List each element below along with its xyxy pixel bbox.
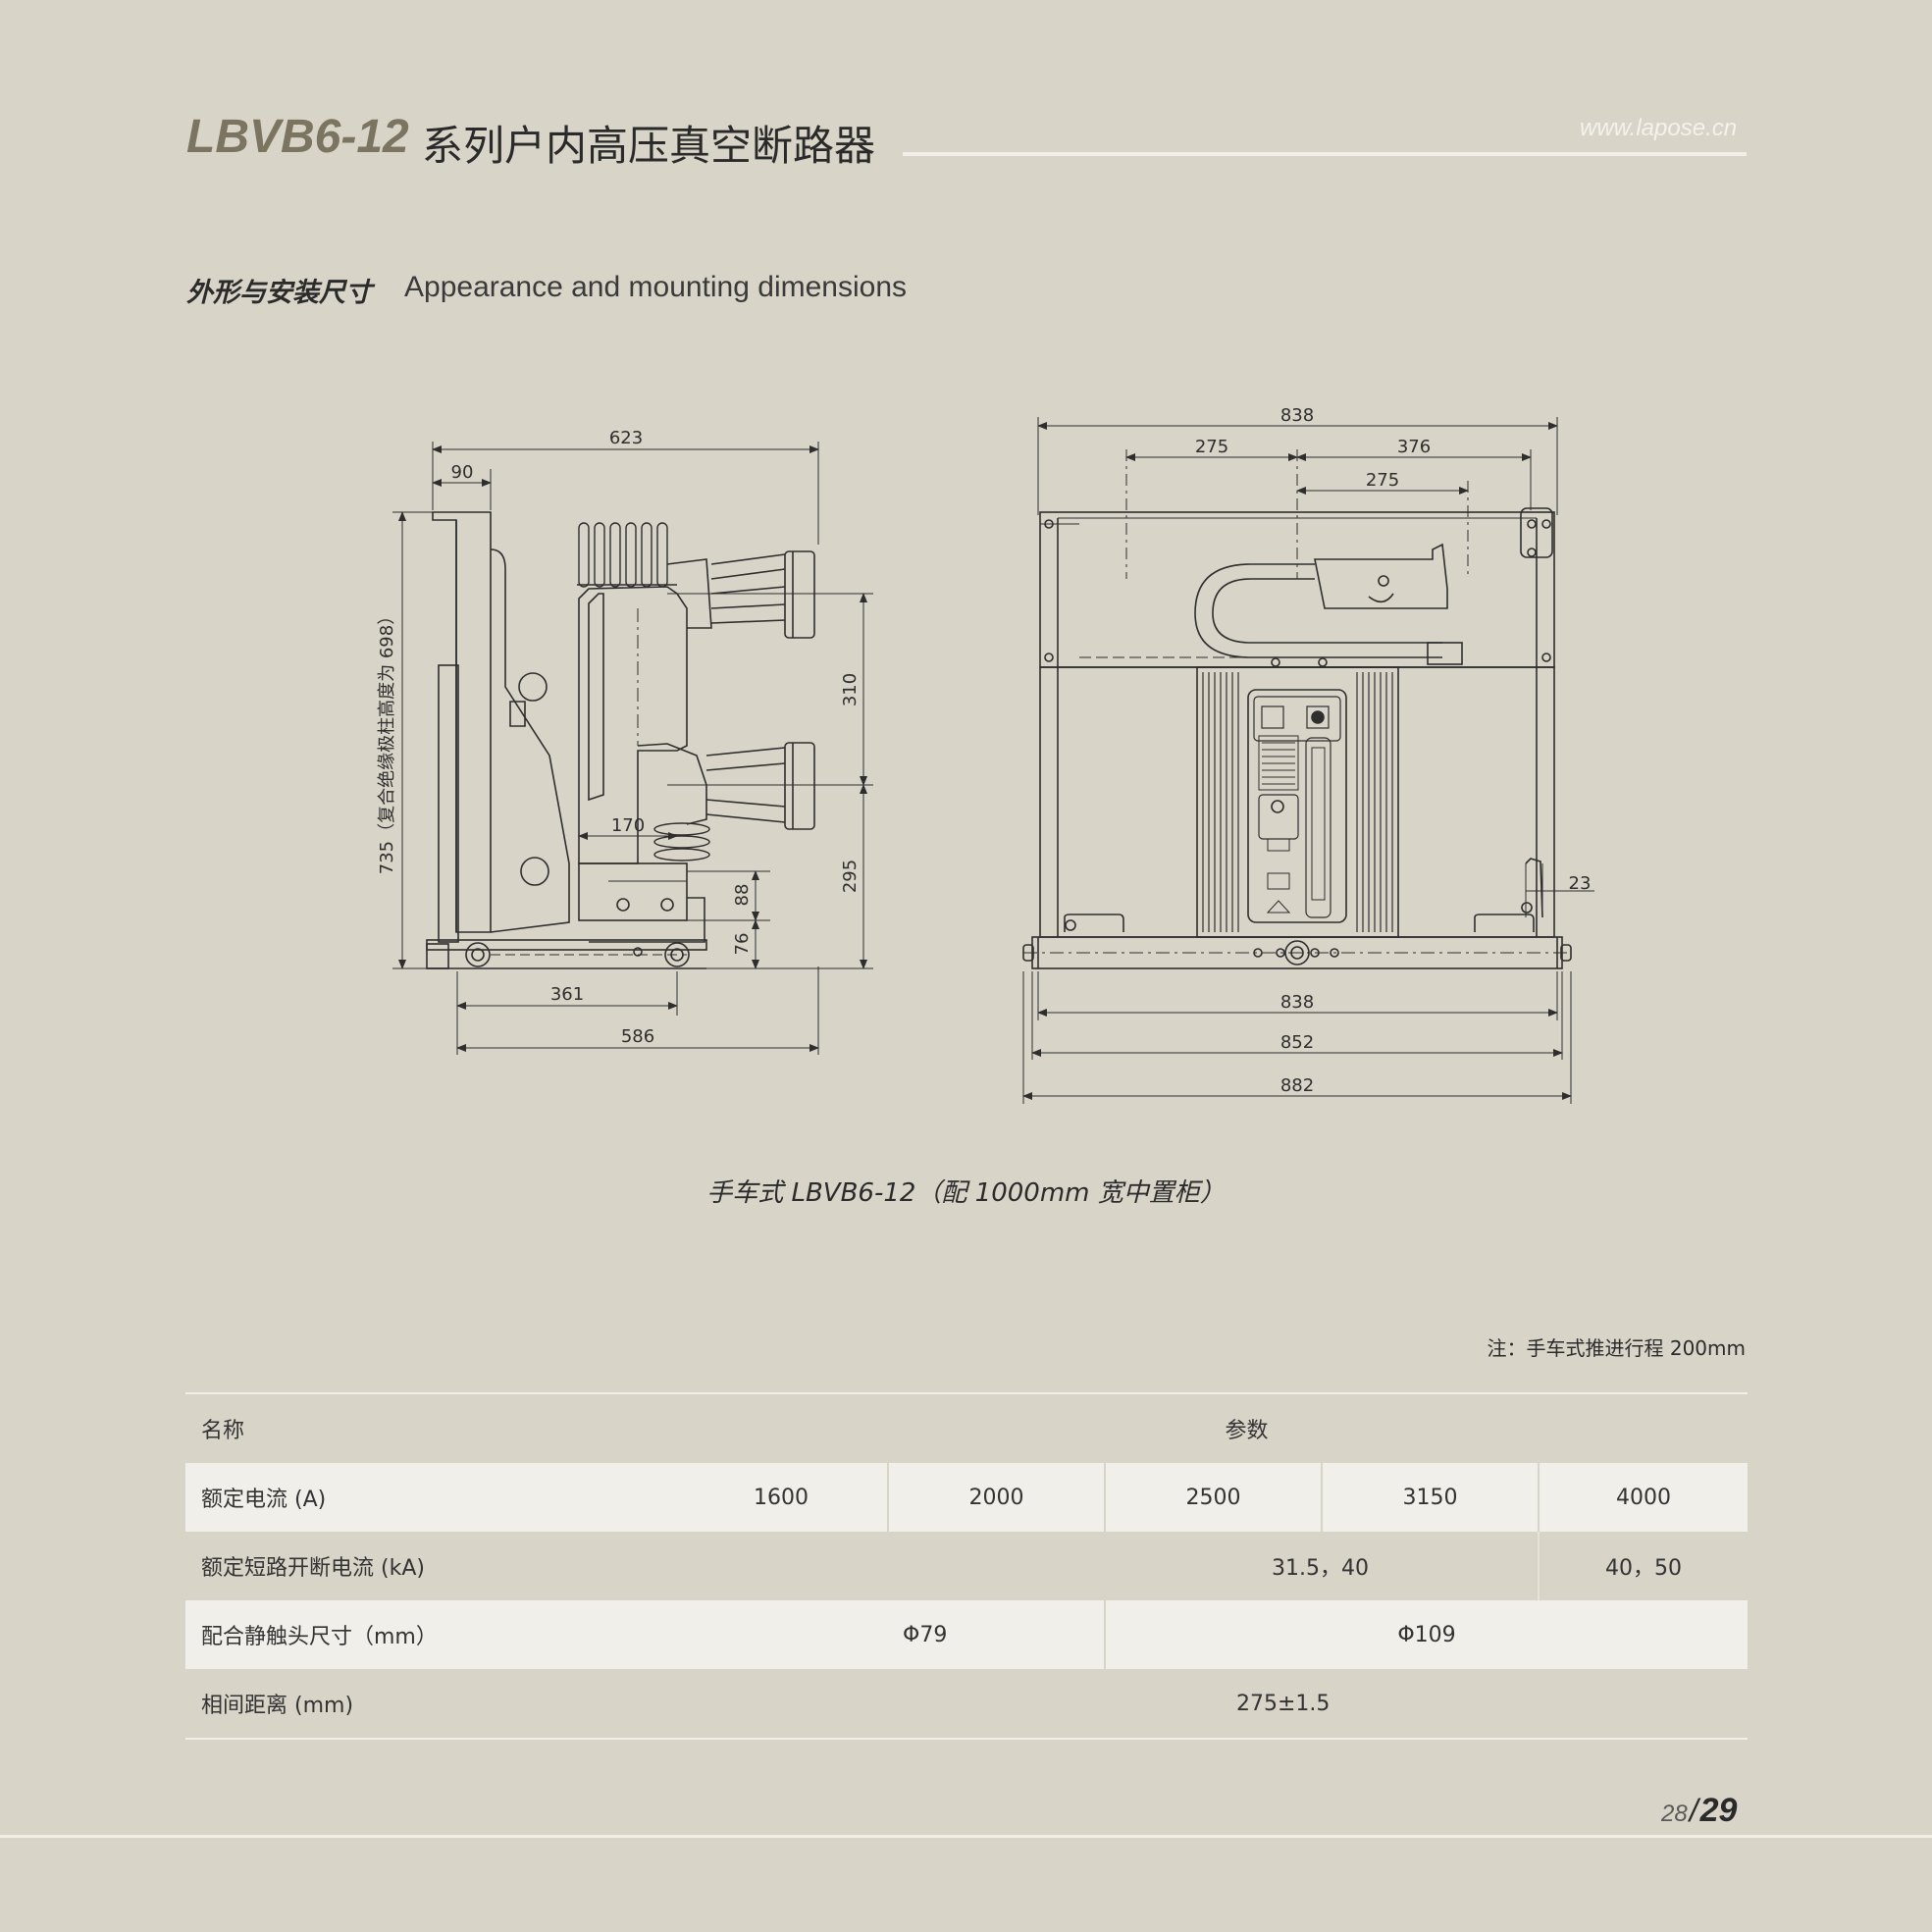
row-name: 相间距离 (mm) (185, 1669, 746, 1740)
dim-88: 88 (732, 884, 753, 907)
row-value: 4000 (1538, 1463, 1748, 1532)
row-value: 275±1.5 (746, 1669, 1748, 1740)
table-row: 相间距离 (mm) 275±1.5 (185, 1669, 1748, 1740)
row-value: Φ109 (1104, 1600, 1748, 1669)
row-name: 配合静触头尺寸（mm） (185, 1600, 746, 1669)
dim-882: 882 (1280, 1075, 1314, 1096)
row-value: 31.5，40 (1272, 1556, 1369, 1581)
row-name: 额定短路开断电流 (kA) (201, 1556, 425, 1581)
row-value: 1600 (746, 1463, 888, 1532)
vent-grille-left (1202, 672, 1239, 932)
page-current: 28 (1661, 1801, 1688, 1827)
dim-275-right: 275 (1366, 470, 1399, 491)
table-row: 配合静触头尺寸（mm） Φ79 Φ109 (185, 1600, 1748, 1669)
dim-23: 23 (1569, 873, 1592, 894)
dim-310: 310 (840, 673, 861, 706)
panel-label-block (1258, 735, 1299, 791)
header-url[interactable]: www.lapose.cn (1580, 115, 1738, 141)
front-view: 838 275 376 275 23 838 852 882 (1022, 405, 1594, 1104)
dim-376: 376 (1397, 437, 1431, 457)
dim-275-left: 275 (1195, 437, 1228, 457)
row-value: 2000 (887, 1463, 1105, 1532)
dim-90: 90 (451, 462, 474, 483)
section-title-en: Appearance and mounting dimensions (404, 271, 908, 303)
dim-838-bottom: 838 (1280, 992, 1314, 1013)
dim-838-top: 838 (1280, 405, 1314, 426)
row-value: 40，50 (1538, 1532, 1748, 1600)
dim-623: 623 (609, 428, 643, 448)
dim-852: 852 (1280, 1032, 1314, 1053)
row-value: 2500 (1104, 1463, 1322, 1532)
dim-76: 76 (732, 933, 753, 956)
table-header-row: 名称 参数 (185, 1392, 1748, 1463)
header-name: 名称 (185, 1392, 746, 1463)
header-model: LBVB6-12 (186, 111, 409, 163)
vent-grille-right (1356, 672, 1393, 932)
header-title: 系列户内高压真空断路器 (422, 122, 876, 170)
page-next: 29 (1699, 1792, 1738, 1829)
header-params: 参数 (746, 1392, 1748, 1463)
header-rule (903, 152, 1747, 156)
page-separator: / (1689, 1793, 1698, 1828)
table-row: 额定短路开断电流 (kA) 31.5，40 40，50 (185, 1532, 1748, 1600)
dim-295: 295 (840, 860, 861, 893)
page-number: 28/29 (1661, 1792, 1737, 1830)
dim-170: 170 (611, 815, 645, 836)
row-value: Φ79 (746, 1600, 1105, 1669)
row-name: 额定电流 (A) (185, 1463, 746, 1532)
dim-735: 735（复合绝缘极柱高度为 698） (377, 607, 397, 874)
spec-table: 名称 参数 额定电流 (A) 1600 2000 2500 3150 4000 … (185, 1392, 1748, 1740)
dimension-drawing: 623 90 735（复合绝缘极柱高度为 698） 310 170 295 88… (377, 405, 1594, 1104)
side-view: 623 90 735（复合绝缘极柱高度为 698） 310 170 295 88… (377, 428, 873, 1055)
dim-586: 586 (621, 1026, 654, 1047)
table-row: 额定电流 (A) 1600 2000 2500 3150 4000 (185, 1463, 1748, 1532)
dim-361: 361 (550, 984, 584, 1005)
figure-caption: 手车式 LBVB6-12（配 1000mm 宽中置柜） (706, 1178, 1226, 1208)
footer-rule (0, 1835, 1932, 1838)
note-text: 注：手车式推进行程 200mm (1487, 1336, 1747, 1360)
row-value: 3150 (1321, 1463, 1539, 1532)
section-title-cn: 外形与安装尺寸 (186, 278, 372, 308)
